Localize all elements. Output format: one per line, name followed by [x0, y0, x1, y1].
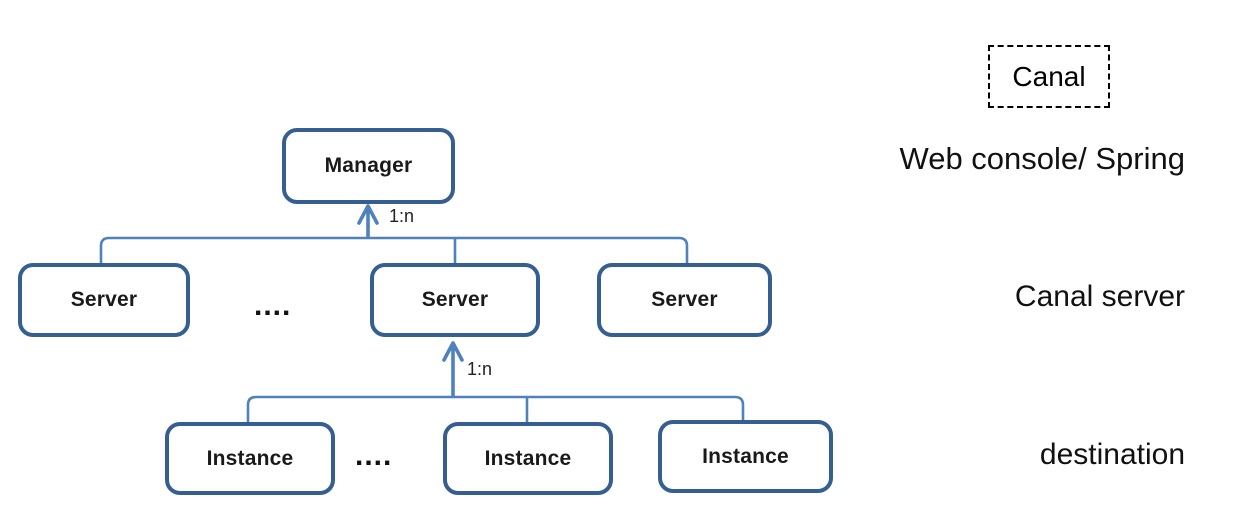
tier-label-canal-server: Canal server	[1014, 280, 1185, 313]
node-instance-2-label: Instance	[484, 446, 572, 470]
node-manager-label: Manager	[324, 154, 413, 177]
node-server-2-label: Server	[421, 288, 489, 311]
node-server-1-label: Server	[70, 288, 138, 311]
node-instance-1: Instance	[165, 422, 335, 495]
node-instance-3-label: Instance	[702, 444, 789, 468]
canal-legend-box: Canal	[988, 45, 1110, 108]
node-instance-1-label: Instance	[206, 446, 294, 470]
node-server-3-label: Server	[651, 288, 718, 311]
server-to-instances-connector	[246, 341, 745, 424]
node-manager: Manager	[282, 128, 455, 204]
node-server-2: Server	[370, 263, 540, 337]
edge-label-manager-servers: 1:n	[389, 206, 415, 226]
edge-label-server-instances: 1:n	[467, 359, 493, 379]
node-server-1: Server	[18, 263, 190, 337]
manager-to-servers-connector	[99, 204, 689, 265]
servers-ellipsis: ....	[254, 289, 292, 322]
node-instance-2: Instance	[443, 422, 613, 495]
instances-ellipsis: ....	[355, 439, 393, 472]
tier-label-web-console: Web console/ Spring	[899, 141, 1185, 176]
node-instance-3: Instance	[658, 420, 833, 493]
canal-legend-label: Canal	[1012, 60, 1086, 92]
node-server-3: Server	[597, 263, 772, 337]
tier-label-destination: destination	[1039, 438, 1185, 471]
